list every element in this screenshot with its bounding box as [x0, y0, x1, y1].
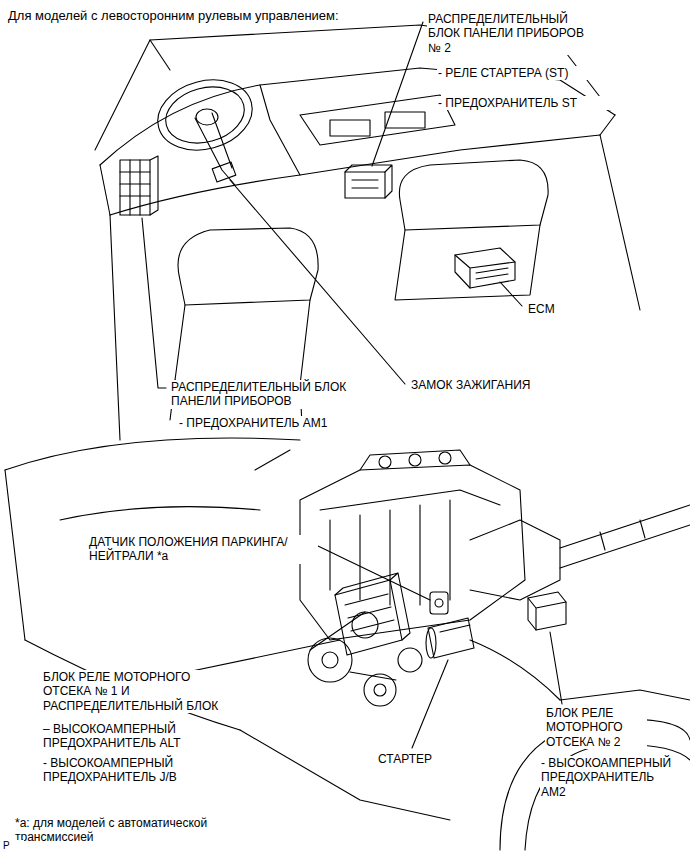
part-label: РАСПРЕДЕЛИТЕЛЬНЫЙ БЛОК ПАНЕЛИ ПРИБОРОВ №…	[427, 12, 597, 55]
part-label: - ПРЕДОХРАНИТЕЛЬ ST	[437, 96, 619, 110]
leader-lines	[168, 546, 562, 748]
part-label: СТАРТЕР	[377, 752, 479, 766]
part-label: - ВЫСОКОАМПЕРНЫЙ ПРЕДОХРАНИТЕЛЬ AM2	[540, 756, 682, 799]
footnote: *a: для моделей с автоматической трансми…	[14, 816, 251, 845]
cabin-drawing	[95, 25, 640, 440]
part-label: - РЕЛЕ СТАРТЕРА (ST)	[437, 66, 619, 80]
part-label: ECM	[527, 302, 589, 316]
part-label: - ПРЕДОХРАНИТЕЛЬ AM1	[178, 416, 370, 430]
part-label: - ВЫСОКОАМПЕРНЫЙ ПРЕДОХРАНИТЕЛЬ J/B	[42, 756, 204, 785]
engine-bay-drawing	[5, 438, 690, 850]
part-label: ЗАМОК ЗАЖИГАНИЯ	[410, 378, 582, 392]
figure-title: Для моделей с левосторонним рулевым упра…	[8, 8, 339, 24]
part-label: РАСПРЕДЕЛИТЕЛЬНЫЙ БЛОК ПАНЕЛИ ПРИБОРОВ	[170, 380, 377, 409]
part-label: – ВЫСОКОАМПЕРНЫЙ ПРЕДОХРАНИТЕЛЬ ALT	[42, 722, 204, 751]
part-label: БЛОК РЕЛЕ МОТОРНОГО ОТСЕКА № 2	[545, 706, 647, 749]
figure-code: P	[2, 840, 24, 852]
part-label: ДАТЧИК ПОЛОЖЕНИЯ ПАРКИНГА/ НЕЙТРАЛИ *a	[88, 535, 318, 564]
part-label: БЛОК РЕЛЕ МОТОРНОГО ОТСЕКА № 1 И РАСПРЕД…	[42, 670, 239, 713]
